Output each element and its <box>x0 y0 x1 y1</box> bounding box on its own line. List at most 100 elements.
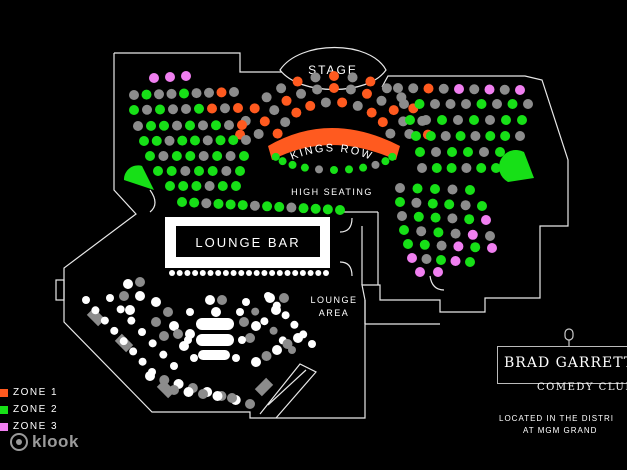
seat[interactable] <box>299 270 306 276</box>
seat[interactable] <box>125 305 135 315</box>
lounge-table[interactable] <box>198 350 230 360</box>
seat[interactable] <box>469 115 479 125</box>
seat[interactable] <box>366 107 377 118</box>
seat[interactable] <box>165 181 175 191</box>
seat[interactable] <box>215 135 226 146</box>
seat[interactable] <box>388 105 399 116</box>
seat[interactable] <box>361 88 372 99</box>
seat[interactable] <box>211 120 221 131</box>
seat[interactable] <box>212 391 223 401</box>
seat[interactable] <box>365 76 376 87</box>
seat[interactable] <box>484 84 495 95</box>
seat[interactable] <box>165 72 175 82</box>
seat[interactable] <box>177 135 188 146</box>
lounge-table[interactable] <box>196 318 234 330</box>
seat[interactable] <box>274 201 285 212</box>
seat[interactable] <box>403 239 413 249</box>
seat[interactable] <box>194 166 204 176</box>
seat[interactable] <box>330 166 338 174</box>
seat[interactable] <box>415 267 425 277</box>
seat[interactable] <box>235 166 245 176</box>
seat[interactable] <box>465 257 475 267</box>
seat[interactable] <box>310 203 321 214</box>
seat[interactable] <box>225 199 236 210</box>
seat[interactable] <box>238 270 245 276</box>
seat[interactable] <box>170 362 178 370</box>
seat[interactable] <box>411 131 421 141</box>
seat[interactable] <box>437 115 447 125</box>
seat[interactable] <box>454 84 464 94</box>
seat[interactable] <box>139 136 149 146</box>
seat[interactable] <box>181 71 191 81</box>
seat[interactable] <box>414 99 425 109</box>
seat[interactable] <box>169 321 179 331</box>
seat[interactable] <box>184 270 191 276</box>
seat[interactable] <box>305 100 316 111</box>
seat[interactable] <box>431 163 442 173</box>
seat[interactable] <box>123 279 133 289</box>
seat[interactable] <box>470 242 481 253</box>
seat[interactable] <box>179 88 189 99</box>
seat[interactable] <box>149 73 159 83</box>
seat[interactable] <box>166 166 177 176</box>
seat[interactable] <box>477 201 487 211</box>
seat[interactable] <box>100 316 109 325</box>
seat[interactable] <box>237 200 248 211</box>
seat[interactable] <box>153 166 163 176</box>
seat[interactable] <box>194 103 204 114</box>
seat[interactable] <box>146 120 156 131</box>
seat[interactable] <box>450 256 461 266</box>
seat[interactable] <box>290 320 299 329</box>
seat[interactable] <box>467 229 478 240</box>
seat[interactable] <box>476 99 487 109</box>
seat[interactable] <box>262 201 273 212</box>
seat[interactable] <box>464 214 475 225</box>
seat[interactable] <box>515 85 525 95</box>
seat[interactable] <box>242 298 250 306</box>
seat[interactable] <box>261 270 268 276</box>
seat[interactable] <box>91 306 100 315</box>
seat[interactable] <box>238 336 246 344</box>
seat[interactable] <box>465 185 475 195</box>
kings-row-band[interactable] <box>268 128 400 160</box>
seat[interactable] <box>278 157 287 166</box>
seat[interactable] <box>485 131 496 141</box>
booth-left[interactable] <box>123 165 154 190</box>
lounge-table[interactable] <box>196 334 234 346</box>
seat[interactable] <box>222 270 229 276</box>
seat[interactable] <box>271 152 280 161</box>
seat[interactable] <box>215 270 222 276</box>
seat[interactable] <box>141 89 152 100</box>
seat[interactable] <box>476 163 487 173</box>
seat[interactable] <box>145 151 155 161</box>
seat[interactable] <box>265 293 275 303</box>
seat[interactable] <box>455 131 466 141</box>
seat[interactable] <box>335 205 345 215</box>
seat[interactable] <box>281 311 290 320</box>
seat[interactable] <box>481 215 491 225</box>
seat[interactable] <box>119 337 128 346</box>
seat[interactable] <box>183 387 194 397</box>
seat[interactable] <box>116 305 125 314</box>
seat[interactable] <box>212 151 223 161</box>
seat[interactable] <box>169 270 175 276</box>
seat[interactable] <box>251 357 261 367</box>
seat[interactable] <box>155 104 165 115</box>
seat[interactable] <box>276 270 283 276</box>
seat[interactable] <box>259 116 270 127</box>
seat[interactable] <box>425 131 436 141</box>
seat[interactable] <box>419 239 430 250</box>
seat[interactable] <box>232 354 240 362</box>
seat[interactable] <box>191 181 202 191</box>
seat[interactable] <box>487 243 497 253</box>
booth-right[interactable] <box>499 150 534 182</box>
seat[interactable] <box>237 120 247 130</box>
seat[interactable] <box>233 103 243 113</box>
seat[interactable] <box>207 270 214 276</box>
seat[interactable] <box>213 198 224 209</box>
seat[interactable] <box>207 103 217 114</box>
seat[interactable] <box>186 308 194 316</box>
seat[interactable] <box>184 336 192 344</box>
seat[interactable] <box>82 296 90 304</box>
seat[interactable] <box>246 270 252 276</box>
